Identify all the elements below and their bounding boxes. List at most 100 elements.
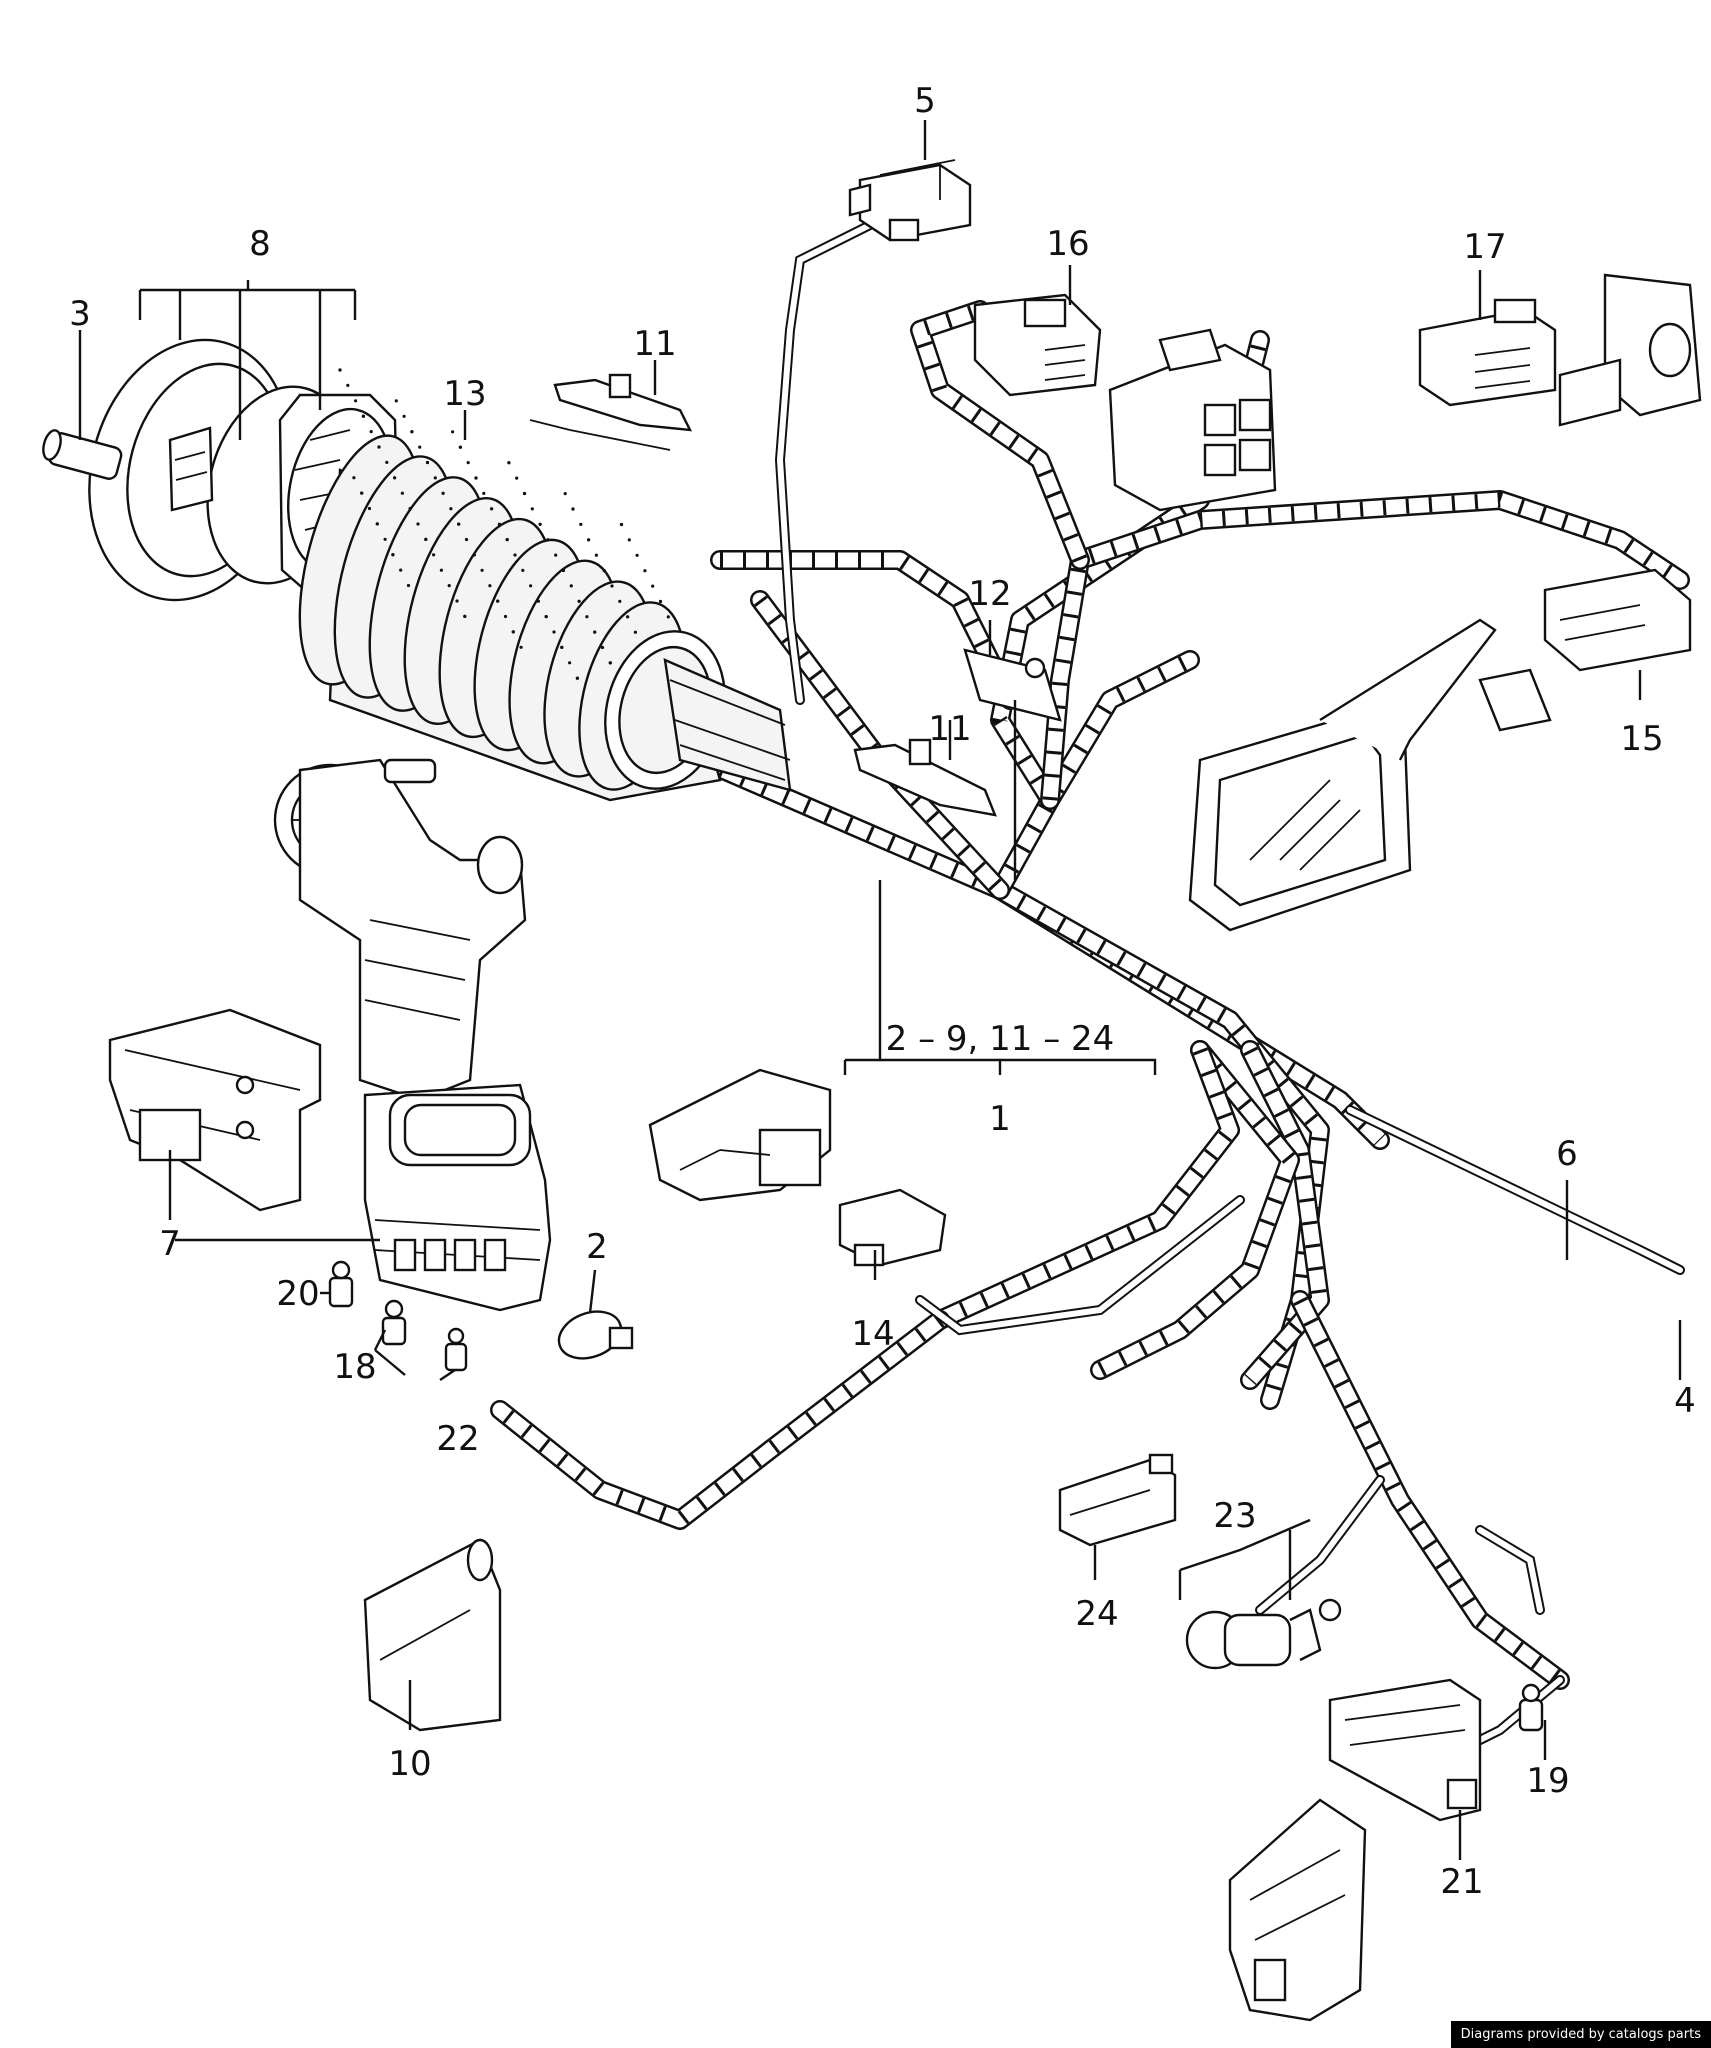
- callout-4: 4: [1674, 1381, 1696, 1421]
- boot-texture-dot: [602, 569, 606, 573]
- callout-17: 17: [1463, 227, 1506, 267]
- boot-texture-dot: [394, 399, 398, 403]
- terminal-20: [328, 1260, 354, 1308]
- harness-branch-outer: [1290, 1290, 1570, 1690]
- boot-texture-dot: [511, 630, 515, 634]
- harness-branch-stripe: [992, 338, 1268, 804]
- boot-texture-dot: [568, 661, 572, 665]
- callout-13: 13: [443, 374, 486, 414]
- boot-texture-dot: [375, 522, 379, 526]
- boot-texture-dot: [600, 645, 605, 650]
- rubber-boot-13: [298, 368, 792, 802]
- connector-15: [1478, 568, 1692, 732]
- boot-texture-dot: [577, 599, 581, 603]
- harness-branch-stripe: [910, 302, 1087, 563]
- callout-15: 15: [1620, 719, 1663, 759]
- boot-texture-dot: [643, 569, 647, 573]
- boot-texture-dot: [455, 599, 459, 603]
- window-motor: [273, 758, 527, 1102]
- boot-texture-dot: [587, 538, 591, 542]
- boot-texture-dot: [635, 553, 639, 557]
- boot-texture-dot: [433, 476, 437, 480]
- boot-texture-dot: [391, 553, 395, 557]
- connector-24: [1058, 1453, 1177, 1547]
- exterior-mirror: [1188, 618, 1497, 932]
- boot-texture-dot: [608, 661, 612, 665]
- boot-texture-dot: [383, 537, 387, 541]
- boot-texture-dot: [618, 599, 622, 604]
- callout-20: 20: [276, 1274, 319, 1314]
- boot-texture-dot: [519, 645, 523, 649]
- boot-texture-dot: [432, 553, 436, 557]
- boot-texture-dot: [424, 537, 428, 542]
- callout-3: 3: [69, 294, 91, 334]
- switch-housing: [1558, 273, 1702, 427]
- boot-texture-dot: [503, 614, 508, 619]
- callout-11-upper: 11: [633, 324, 676, 364]
- credit-banner: Diagrams provided by catalogs parts: [1450, 2021, 1711, 2048]
- callout-12: 12: [968, 574, 1011, 614]
- harness-branch-stripe: [697, 753, 1386, 1146]
- callout-10: 10: [388, 1744, 431, 1784]
- terminal-22: [444, 1327, 468, 1372]
- boot-texture-dot: [544, 615, 548, 619]
- boot-texture-dot: [466, 461, 470, 465]
- wiring-harness-1: [490, 300, 1690, 1690]
- boot-texture-dot: [377, 445, 381, 449]
- relay-bracket-7: [108, 1008, 322, 1212]
- harness-branch-inner: [1242, 1042, 1328, 1388]
- boot-texture-dot: [425, 460, 430, 465]
- boot-texture-dot: [561, 568, 566, 573]
- boot-texture-dot: [497, 522, 501, 526]
- boot-texture-dot: [480, 568, 484, 572]
- boot-texture-dot: [416, 522, 420, 526]
- boot-texture-dot: [593, 630, 597, 634]
- leader-lines: [78, 120, 1682, 1860]
- callout-1: 1: [989, 1099, 1011, 1139]
- boot-texture-dot: [633, 630, 638, 634]
- boot-texture-dot: [569, 584, 573, 588]
- boot-texture-dot: [522, 491, 527, 496]
- relay-panel: [363, 1083, 552, 1312]
- boot-texture-dot: [408, 507, 412, 511]
- callout-6: 6: [1556, 1134, 1578, 1174]
- boot-texture-dot: [367, 506, 372, 511]
- boot-texture-dot: [400, 491, 404, 495]
- boot-texture-dot: [594, 553, 599, 557]
- connector-5: [848, 159, 972, 242]
- boot-texture-dot: [402, 414, 406, 418]
- boot-texture-dot: [507, 461, 511, 465]
- boot-texture-dot: [619, 522, 624, 527]
- terminal-18: [381, 1299, 407, 1346]
- boot-texture-dot: [393, 476, 397, 480]
- callout-2: 2: [586, 1227, 608, 1267]
- boot-texture-dot: [488, 584, 492, 588]
- boot-texture-dot: [579, 522, 583, 527]
- harness-branch-stripe: [1042, 492, 1685, 801]
- terminal-19: [1518, 1683, 1544, 1732]
- boot-texture-dot: [496, 599, 500, 603]
- boot-texture-dot: [451, 430, 455, 434]
- sleeve-3: [42, 429, 123, 480]
- door-lock-actuator: [1228, 1798, 1367, 2022]
- boot-texture-dot: [447, 584, 451, 588]
- connector-14: [838, 1188, 947, 1267]
- boot-texture-dot: [538, 522, 542, 526]
- callout-group-range: 2 – 9, 11 – 24: [886, 1019, 1115, 1059]
- boot-texture-dot: [441, 491, 445, 495]
- boot-texture-dot: [458, 445, 462, 449]
- trim-cover-10: [363, 1538, 502, 1732]
- boot-texture-dot: [439, 568, 443, 572]
- callout-labels: 5 8 3 13 11 16 17 12 11 15 2 – 9, 11 – 2…: [69, 81, 1696, 1902]
- harness-branch-outer: [710, 550, 1020, 710]
- multi-pin-connector: [1108, 328, 1277, 512]
- harness-branch-inner: [712, 552, 1018, 708]
- boot-texture-dot: [463, 614, 467, 619]
- boot-texture-dot: [521, 568, 525, 573]
- boot-texture-dot: [399, 568, 403, 572]
- boot-texture-dot: [626, 615, 630, 619]
- boot-texture-dot: [457, 522, 461, 526]
- boot-texture-dot: [449, 507, 453, 511]
- boot-texture-dot: [338, 368, 342, 372]
